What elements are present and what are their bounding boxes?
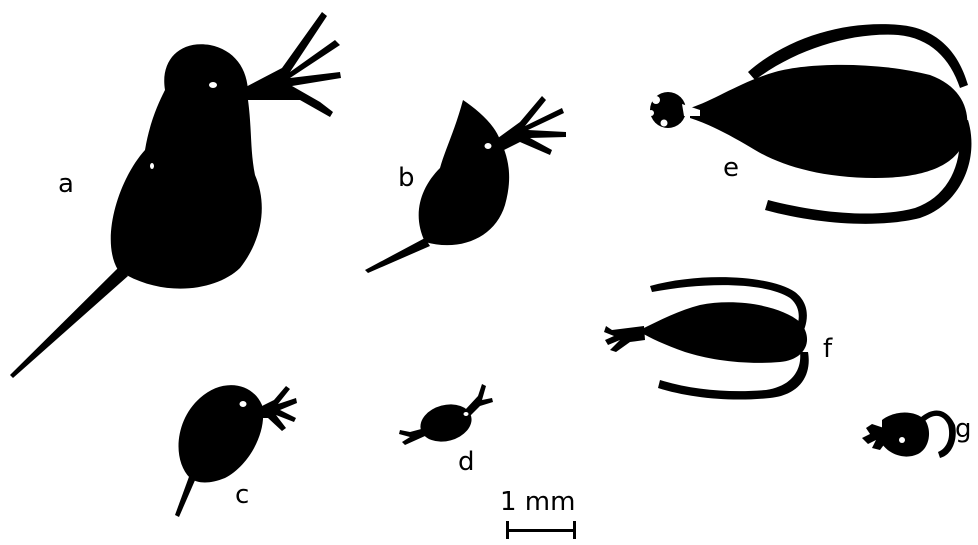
label-b: b bbox=[398, 163, 415, 193]
specimen-e: e bbox=[648, 24, 971, 224]
specimen-f: f bbox=[604, 277, 833, 399]
label-f: f bbox=[823, 334, 833, 364]
scale-bar-group: 1 mm bbox=[500, 487, 576, 539]
specimen-c: c bbox=[175, 385, 297, 517]
label-g: g bbox=[955, 414, 972, 444]
specimen-a: a bbox=[10, 12, 341, 378]
copepod-medium-silhouette bbox=[604, 277, 809, 399]
copepod-large-silhouette bbox=[648, 24, 971, 224]
label-e: e bbox=[723, 153, 739, 183]
specimen-g: g bbox=[862, 411, 972, 458]
bosmina-tiny-silhouette bbox=[399, 384, 493, 447]
label-c: c bbox=[235, 480, 249, 510]
scale-bar bbox=[506, 521, 576, 539]
specimen-b: b bbox=[365, 96, 566, 273]
scale-bar-label: 1 mm bbox=[500, 487, 575, 517]
label-d: d bbox=[458, 447, 475, 477]
specimen-d: d bbox=[399, 384, 493, 477]
daphnia-helmeted-silhouette bbox=[365, 96, 566, 273]
nauplius-tiny-silhouette bbox=[862, 411, 956, 458]
label-a: a bbox=[58, 169, 74, 199]
